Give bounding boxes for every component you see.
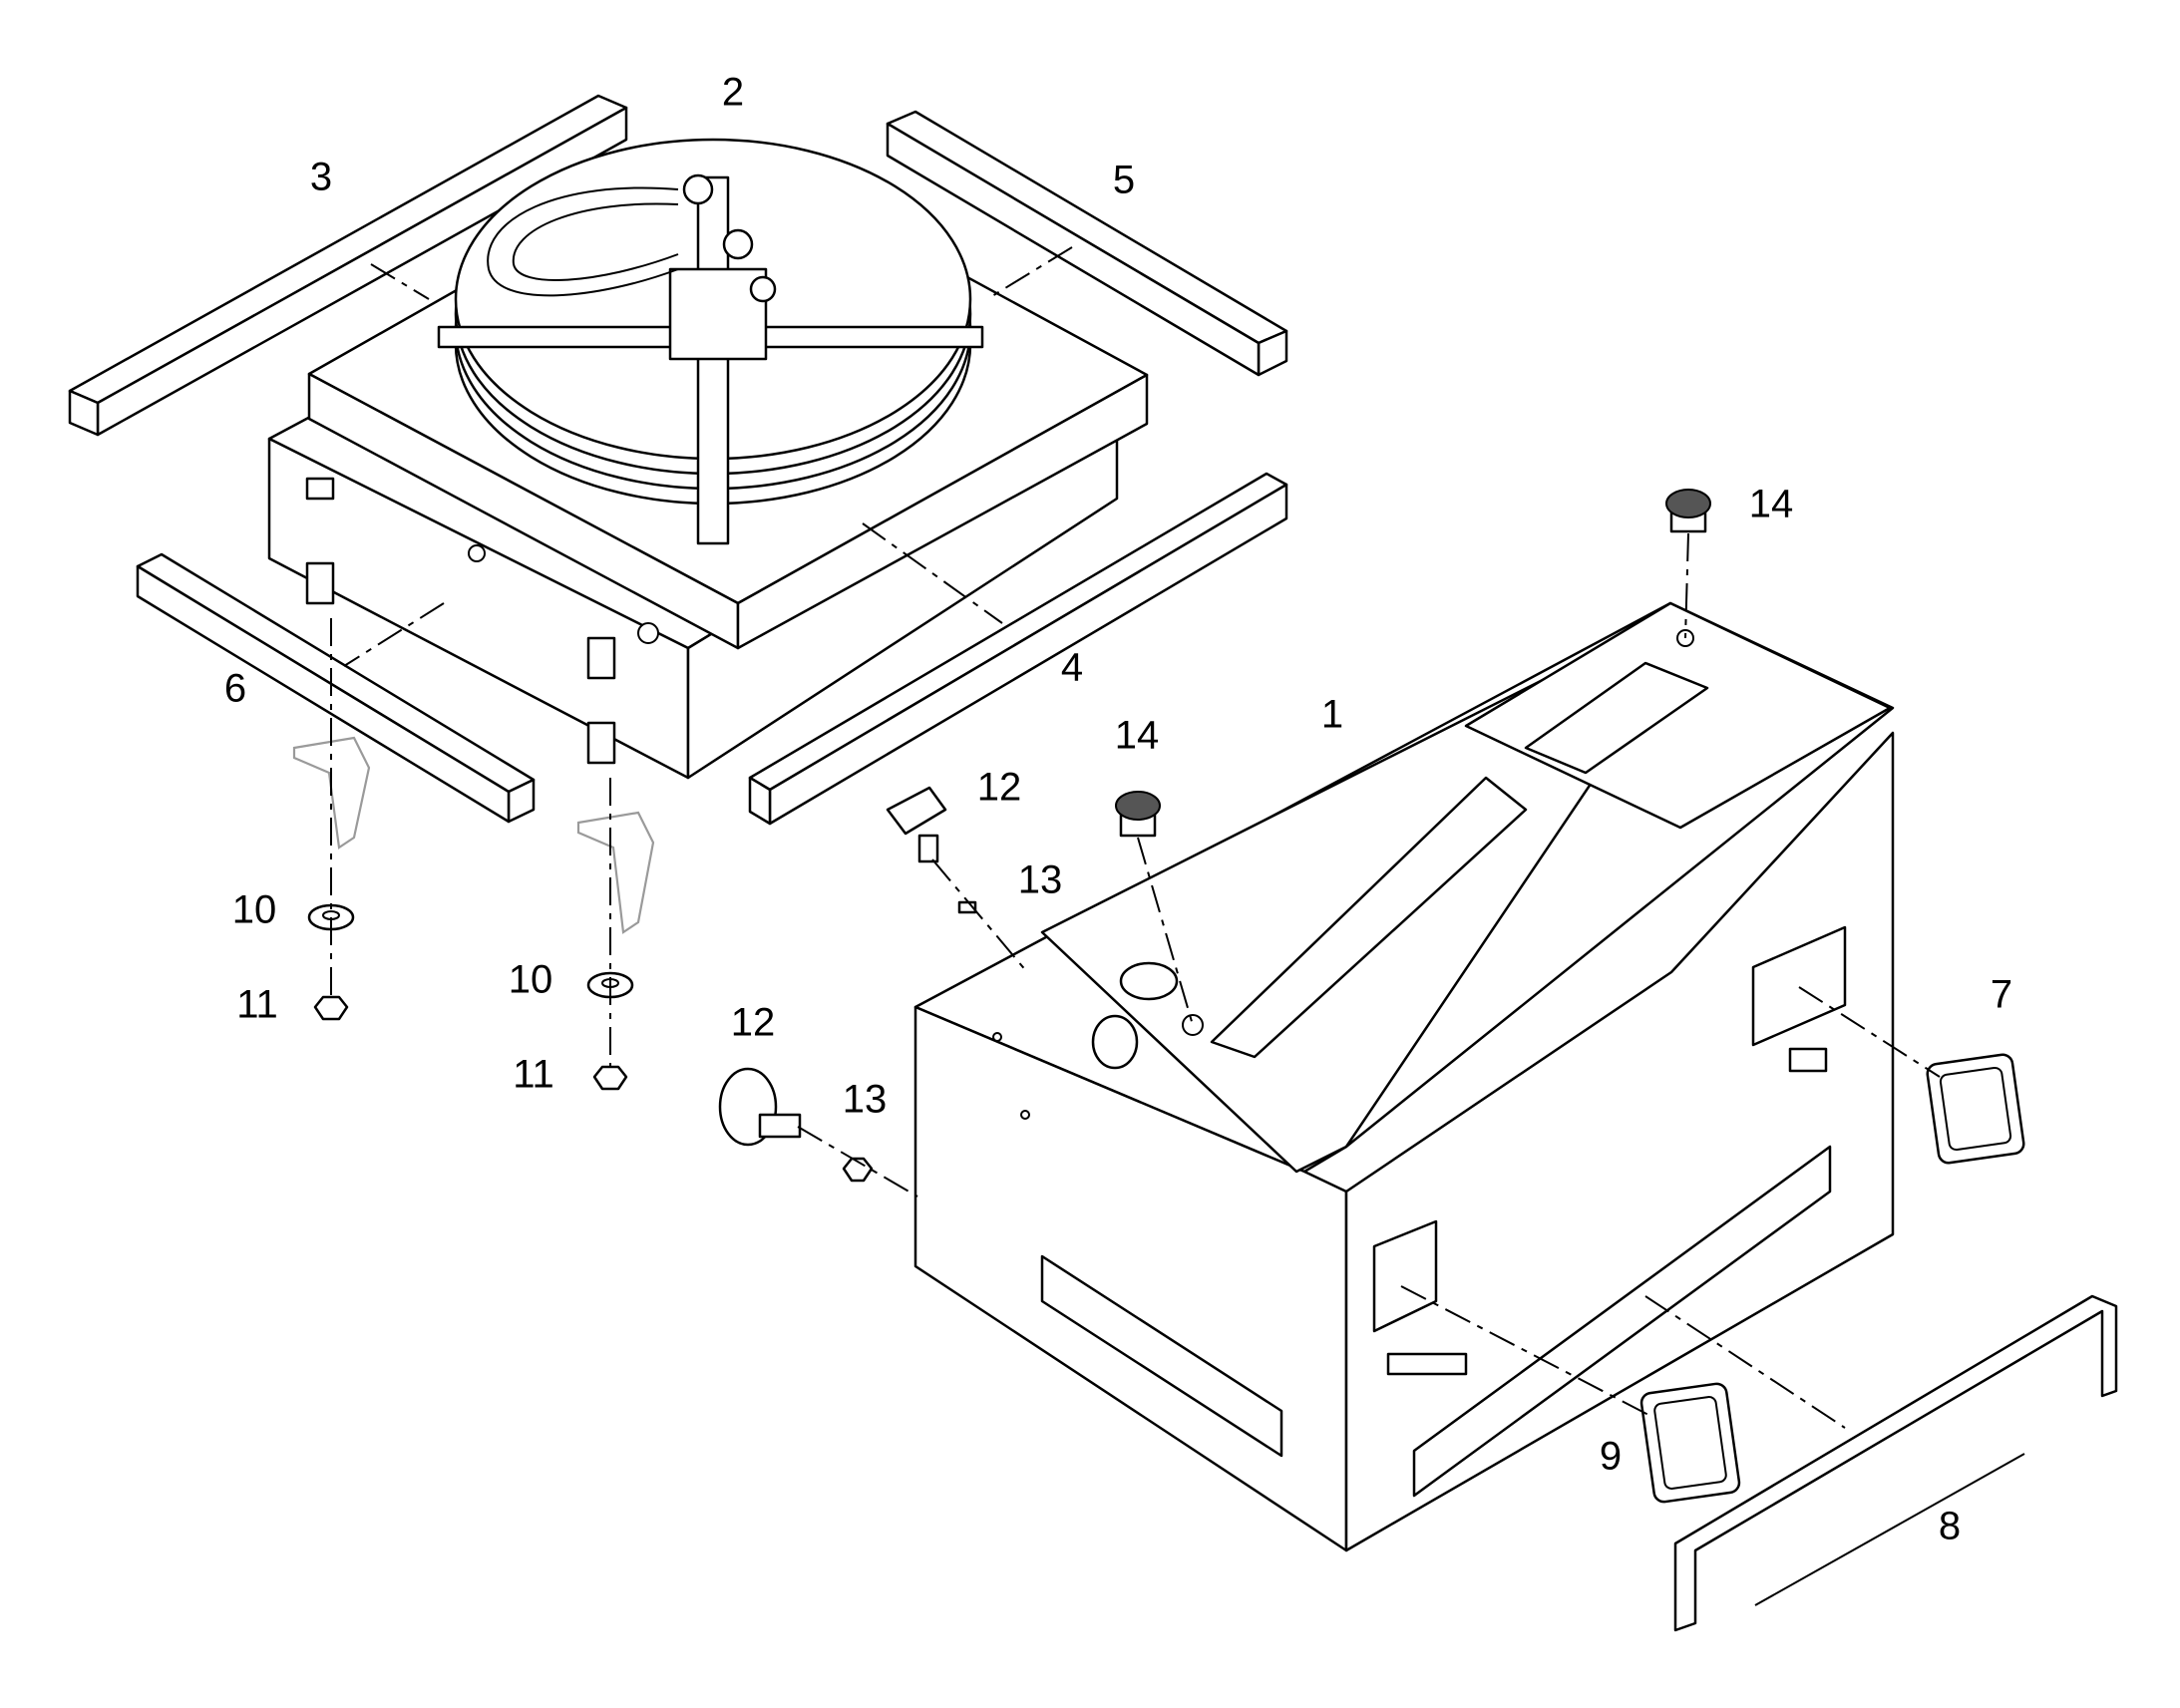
callout-10-left: 10 xyxy=(232,888,277,932)
part-14-plug-mid xyxy=(1115,791,1161,838)
callout-4: 4 xyxy=(1061,646,1083,690)
callout-7: 7 xyxy=(1991,973,2012,1017)
part-12-upper xyxy=(886,786,947,863)
callout-12-upper: 12 xyxy=(977,766,1022,810)
part-12-lower xyxy=(718,1067,802,1147)
callout-10-right: 10 xyxy=(509,958,553,1002)
callout-2: 2 xyxy=(722,71,744,115)
bracket-left xyxy=(292,736,371,850)
part-6-strip xyxy=(136,552,536,824)
leader-lines xyxy=(330,246,1941,1429)
callout-8: 8 xyxy=(1939,1505,1961,1548)
part-14-plug-top xyxy=(1665,489,1711,533)
part-9-gasket xyxy=(1639,1382,1741,1504)
callout-5: 5 xyxy=(1113,159,1135,202)
callout-9: 9 xyxy=(1600,1435,1622,1479)
callout-11-right: 11 xyxy=(513,1053,554,1097)
nut-11-right xyxy=(592,1065,628,1091)
bracket-right xyxy=(576,811,655,934)
part-2-cooler-unit xyxy=(267,138,1149,780)
part-5-strip xyxy=(886,110,1288,377)
part-7-gasket xyxy=(1926,1053,2025,1165)
part-3-strip xyxy=(68,94,628,437)
callout-14-top: 14 xyxy=(1749,483,1794,526)
callout-13-lower: 13 xyxy=(843,1078,888,1122)
callout-6: 6 xyxy=(224,667,246,711)
nut-11-left xyxy=(313,995,349,1021)
callout-11-left: 11 xyxy=(236,983,278,1027)
callout-1: 1 xyxy=(1321,693,1343,737)
part-4-strip xyxy=(748,472,1288,826)
callout-3: 3 xyxy=(310,156,332,199)
part-8-gasket xyxy=(1673,1294,2118,1632)
callout-12-lower: 12 xyxy=(731,1001,776,1045)
callout-14-mid: 14 xyxy=(1115,714,1160,758)
callout-labels: 1 2 3 4 5 6 7 8 9 10 10 11 11 12 12 13 1… xyxy=(224,71,2012,1548)
part-1-tank xyxy=(913,601,1895,1552)
callout-13-upper: 13 xyxy=(1018,858,1063,902)
